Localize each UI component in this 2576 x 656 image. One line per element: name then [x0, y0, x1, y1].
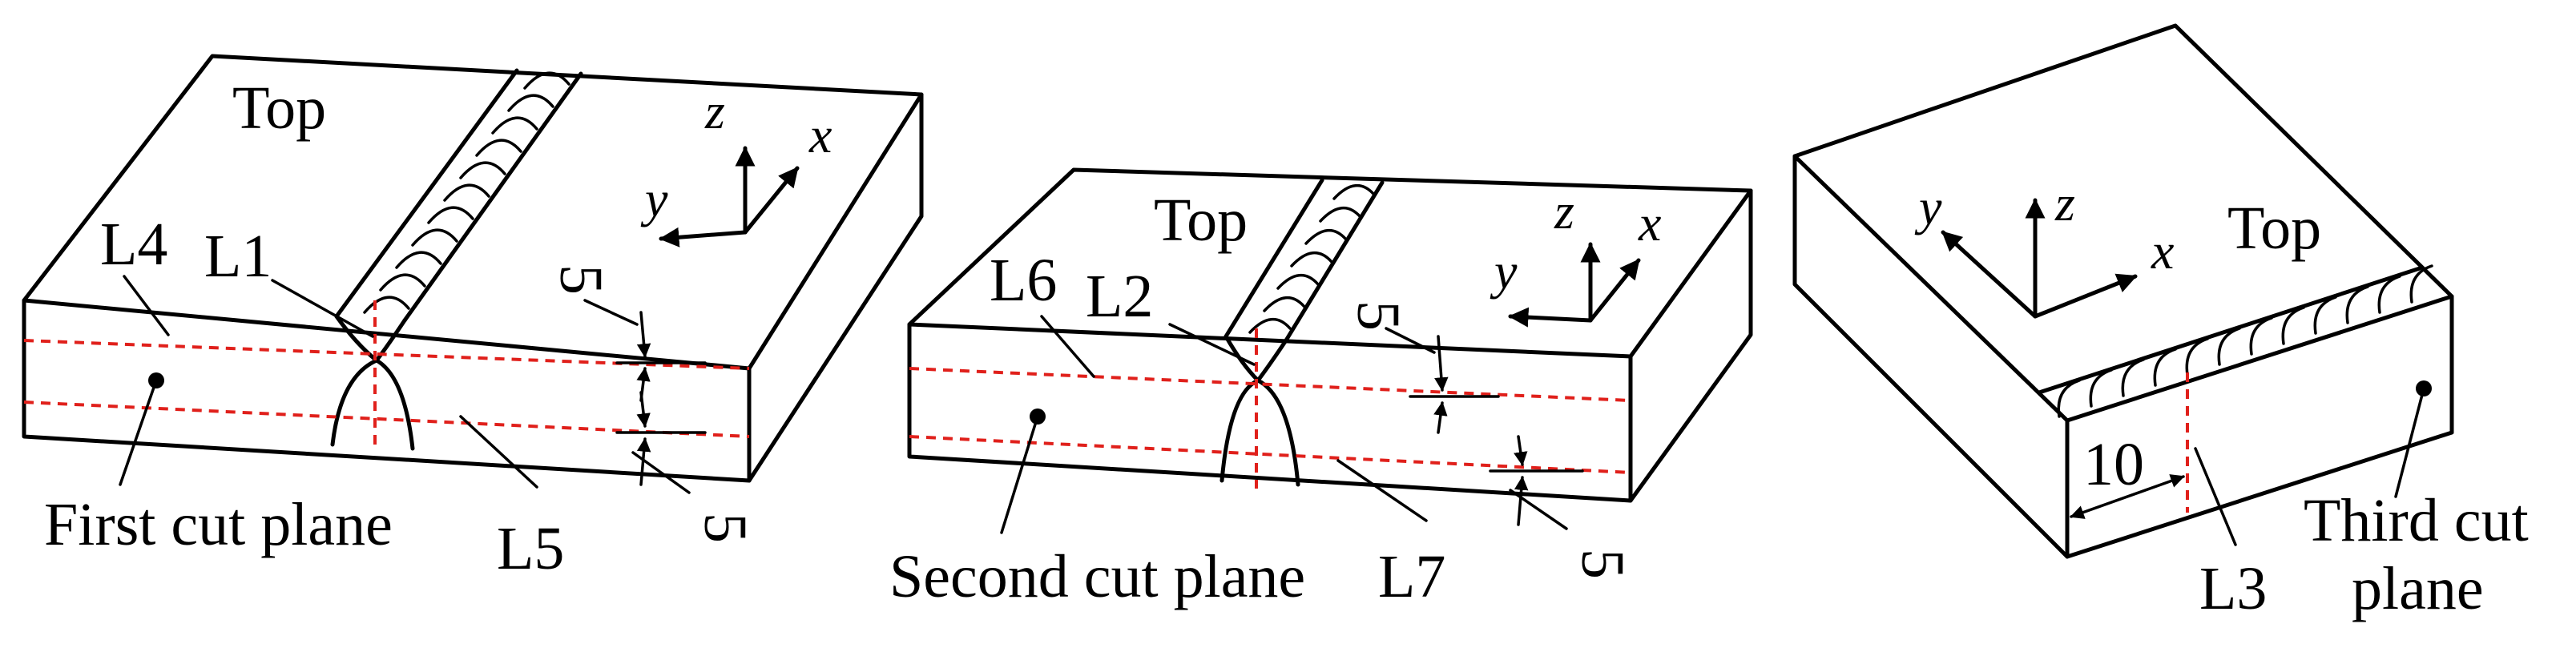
panel-1-weld-section — [330, 314, 379, 447]
panel-2: Top L6 L2 L7 Second cut plane 5 5 z x y — [889, 167, 1753, 610]
panel-1-axes — [659, 146, 800, 248]
panel-2-front-face — [907, 322, 1633, 503]
panel-1-weld-bead — [334, 68, 583, 323]
panel-3-line-weld-label: L3 — [2199, 555, 2267, 622]
panel-3-plane-label-line1: Third cut — [2304, 487, 2529, 554]
panel-3-axis-z-label: z — [2054, 175, 2075, 231]
panel-2-axis-x-label: x — [1638, 195, 1661, 252]
panel-3: Top 10 L3 Third cut plane z x y — [1792, 23, 2529, 622]
panel-2-axis-z-label: z — [1554, 183, 1574, 239]
panel-2-weld-bead — [1223, 178, 1385, 343]
panel-1-leader-upper — [123, 275, 170, 336]
panel-1-leader-lower — [459, 415, 538, 489]
panel-1: Top L4 L1 L5 First cut plane 5 5 z x y — [22, 54, 924, 582]
panel-2-weld-section-right — [1256, 338, 1300, 487]
panel-1-line-lower — [23, 400, 750, 438]
panel-2-offset-lower-label: 5 — [1569, 549, 1636, 579]
panel-3-axes — [1941, 198, 2138, 319]
panel-2-right-face — [1628, 188, 1753, 503]
panel-2-axis-y-label: y — [1490, 243, 1518, 300]
panel-1-plane-label: First cut plane — [44, 491, 393, 558]
panel-1-line-weld-label: L1 — [204, 223, 272, 290]
panel-2-line-weld-label: L2 — [1086, 263, 1153, 330]
panel-1-offset-lower-label: 5 — [691, 513, 759, 543]
panel-1-plane-dot — [148, 372, 164, 388]
panel-3-left-face — [1792, 154, 2070, 559]
panel-1-offset-upper-label: 5 — [547, 264, 615, 295]
panel-3-axis-y-label: y — [1914, 179, 1942, 235]
panel-3-leader-weld — [2194, 447, 2237, 546]
panel-2-line-lower-label: L7 — [1378, 543, 1445, 610]
panel-2-top-label: Top — [1154, 187, 1248, 254]
panel-1-line-lower-label: L5 — [497, 515, 564, 582]
panel-1-axis-z-label: z — [704, 83, 725, 139]
panel-3-plane-dot — [2416, 380, 2432, 396]
panel-1-leader-plane — [119, 379, 158, 486]
panel-1-axis-y-label: y — [640, 171, 668, 227]
panel-1-weld-section-right — [374, 318, 415, 451]
panel-3-weld-bead — [2037, 264, 2433, 418]
panel-1-offset-marks — [583, 299, 707, 494]
panel-2-plane-dot — [1030, 408, 1046, 425]
panel-2-offset-marks — [1385, 327, 1584, 530]
panel-1-right-face — [747, 92, 924, 483]
panel-2-line-lower — [909, 435, 1631, 474]
panel-2-offset-upper-label: 5 — [1344, 300, 1412, 331]
panel-3-offset-marks — [2070, 474, 2185, 519]
panel-1-front-face — [22, 298, 752, 483]
panel-1-line-upper — [23, 339, 750, 370]
panel-2-leader-plane — [1000, 415, 1039, 534]
panel-2-plane-label: Second cut plane — [889, 543, 1305, 610]
panel-2-axes — [1508, 242, 1641, 328]
panel-1-leader-weld — [271, 279, 374, 338]
panel-3-top-face — [1792, 23, 2454, 423]
panel-1-line-upper-label: L4 — [100, 211, 167, 278]
panel-3-front-face — [2065, 294, 2454, 559]
panel-3-offset-side-label: 10 — [2083, 431, 2144, 498]
panel-2-leader-upper — [1040, 315, 1095, 378]
panel-2-leader-weld — [1168, 323, 1256, 366]
panel-1-top-label: Top — [232, 74, 326, 142]
panel-2-line-upper — [909, 367, 1631, 402]
panel-1-axis-x-label: x — [808, 107, 832, 163]
panel-3-leader-plane — [2394, 387, 2425, 498]
panel-3-axis-x-label: x — [2151, 223, 2174, 280]
panel-3-top-label: Top — [2227, 195, 2321, 262]
panel-2-line-upper-label: L6 — [990, 247, 1057, 314]
panel-2-leader-lower — [1336, 459, 1428, 522]
panel-3-plane-label-line2: plane — [2352, 555, 2484, 622]
